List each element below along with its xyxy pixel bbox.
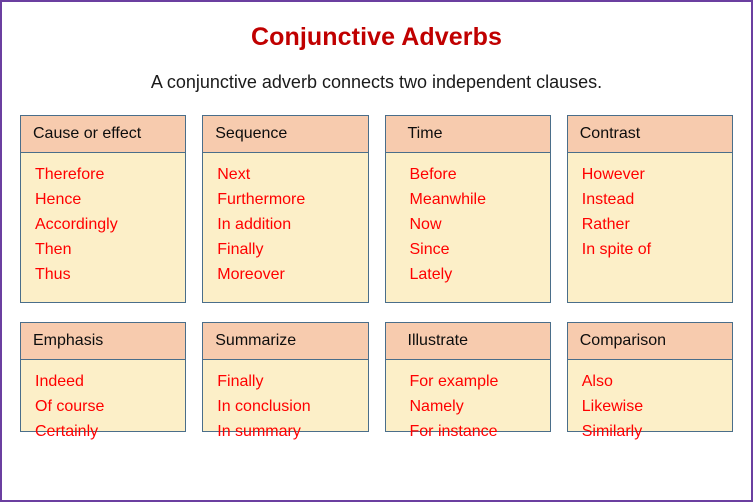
adverb-item: Indeed: [35, 373, 84, 390]
adverb-item: Now: [409, 216, 442, 233]
adverb-item: Next: [217, 166, 251, 183]
adverb-item: Accordingly: [35, 216, 118, 233]
category-title: Illustrate: [385, 323, 550, 360]
category-title: Cause or effect: [21, 116, 186, 153]
category-title: Emphasis: [21, 323, 186, 360]
category-title: Summarize: [203, 323, 368, 360]
adverb-item: For example: [409, 373, 499, 390]
page-subtitle: A conjunctive adverb connects two indepe…: [150, 72, 603, 92]
adverb-item: Moreover: [217, 266, 285, 283]
adverb-item: Thus: [35, 266, 71, 283]
adverb-item: Similarly: [581, 423, 643, 440]
adverb-item: Furthermore: [217, 191, 306, 208]
adverb-item: Finally: [217, 241, 264, 258]
adverb-item: Therefore: [35, 166, 105, 183]
category-title: Time: [385, 116, 550, 153]
category-title: Sequence: [203, 116, 368, 153]
adverb-item: In summary: [217, 423, 301, 440]
category-title: Comparison: [567, 323, 732, 360]
adverb-item: Hence: [35, 191, 82, 208]
adverb-item: In conclusion: [217, 398, 311, 415]
category-item-list: Finally In conclusion In summary: [203, 360, 367, 444]
adverb-item: For instance: [409, 423, 498, 440]
adverb-item: Since: [409, 241, 450, 258]
adverb-item: Namely: [409, 398, 464, 415]
adverb-item: Then: [35, 241, 72, 258]
adverb-item: In spite of: [581, 241, 652, 258]
adverb-item: Instead: [581, 191, 635, 208]
adverb-item: In addition: [217, 216, 292, 233]
adverb-item: However: [581, 166, 645, 183]
adverb-item: Rather: [581, 216, 630, 233]
adverb-item: Likewise: [581, 398, 644, 415]
page-title: Conjunctive Adverbs: [250, 23, 503, 51]
adverb-item: Also: [581, 373, 613, 390]
adverb-item: Finally: [217, 373, 264, 390]
adverb-item: Of course: [35, 398, 105, 415]
adverb-item: Certainly: [35, 423, 99, 440]
category-title: Contrast: [567, 116, 732, 153]
adverb-item: Meanwhile: [409, 191, 486, 208]
adverb-item: Lately: [409, 266, 453, 283]
adverb-item: Before: [409, 166, 457, 183]
